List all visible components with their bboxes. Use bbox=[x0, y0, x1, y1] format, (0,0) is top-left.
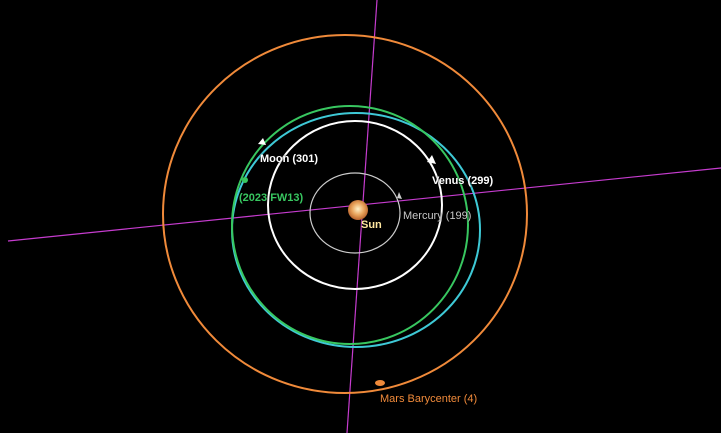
moon-label[interactable]: Moon (301) bbox=[260, 153, 319, 165]
mars-marker-icon[interactable] bbox=[375, 380, 385, 386]
mercury-marker-icon[interactable] bbox=[397, 192, 402, 199]
moon-marker-icon[interactable] bbox=[258, 138, 266, 145]
mercury-label[interactable]: Mercury (199) bbox=[403, 210, 472, 222]
sun-icon[interactable] bbox=[348, 200, 368, 220]
mars-label[interactable]: Mars Barycenter (4) bbox=[380, 393, 478, 405]
mars-orbit[interactable] bbox=[162, 34, 528, 394]
asteroid-marker-icon[interactable] bbox=[242, 177, 248, 183]
venus-orbit[interactable] bbox=[267, 120, 443, 290]
venus-marker-icon[interactable] bbox=[427, 155, 436, 164]
sun-label[interactable]: Sun bbox=[361, 219, 382, 231]
venus-label[interactable]: Venus (299) bbox=[432, 175, 494, 187]
asteroid-label[interactable]: (2023 FW13) bbox=[239, 192, 304, 204]
asteroid-orbit[interactable] bbox=[231, 105, 469, 345]
mercury-orbit[interactable] bbox=[309, 172, 401, 254]
